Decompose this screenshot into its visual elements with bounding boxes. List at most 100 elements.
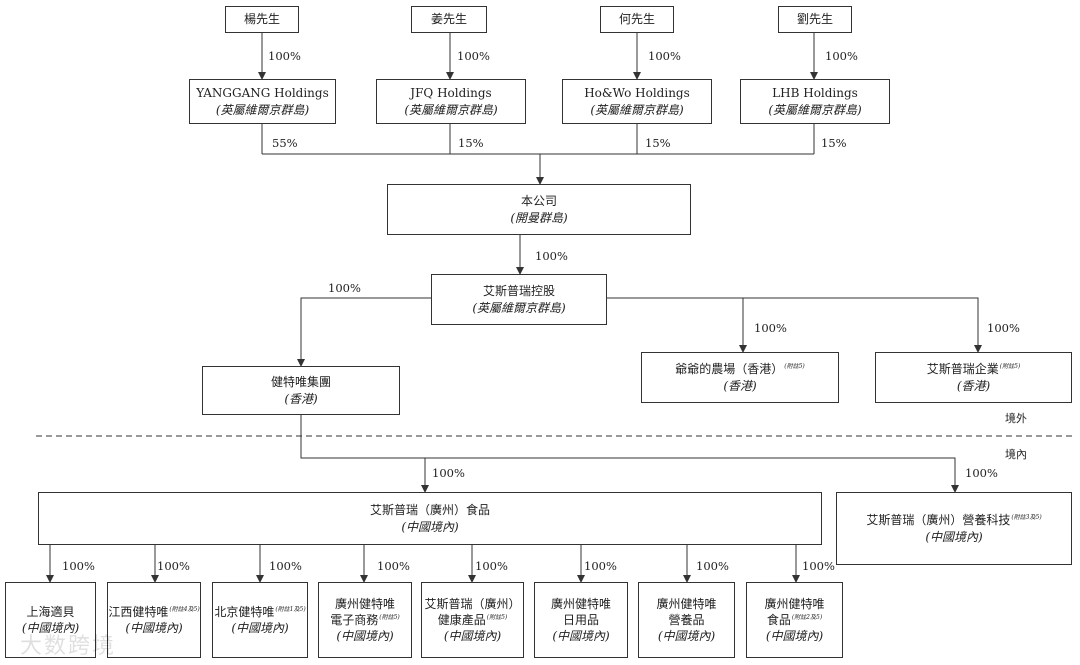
subsidiary-box-guangzhou-ecommerce: 廣州健特唯 電子商務(附註5) (中國境內) (318, 582, 412, 658)
region-label-onshore: 境內 (1005, 448, 1027, 461)
entity-location: (中國境內) (765, 629, 824, 644)
company-box: 本公司 (開曼群島) (387, 184, 691, 235)
shareholder-box-yang: 楊先生 (225, 6, 299, 33)
entity-name-line2: 營養品 (668, 612, 705, 627)
footnote-ref: (附註2及5) (791, 613, 823, 621)
subsidiary-box-esprit-health: 艾斯普瑞（廣州） 健康產品(附註5) (中國境內) (421, 582, 524, 658)
entity-name: 北京健特唯 (214, 604, 275, 619)
ownership-pct-label: 100% (584, 559, 617, 573)
ownership-pct-label: 100% (268, 49, 301, 63)
holding-box-lhb: LHB Holdings (英屬維爾京群島) (740, 79, 890, 124)
subsidiary-box-jiangxi-jiantewei: 江西健特唯(附註4及5) (中國境內) (107, 582, 201, 658)
shareholder-name: 劉先生 (796, 12, 833, 27)
subsidiary-box-beijing-jiantewei: 北京健特唯(附註1及5) (中國境內) (212, 582, 308, 658)
entity-name: 廣州健特唯 (764, 596, 825, 611)
entity-name-line2: 日用品 (562, 612, 599, 627)
prc-tech-box: 艾斯普瑞（廣州）營養科技(附註3及5) (中國境內) (836, 492, 1072, 565)
watermark: 大数跨境 (20, 634, 117, 659)
entity-name: 爺爺的農場（香港） (675, 362, 784, 377)
ownership-pct-label: 100% (457, 49, 490, 63)
entity-name: JFQ Holdings (410, 86, 492, 101)
shareholder-box-liu: 劉先生 (778, 6, 852, 33)
ownership-pct-label: 100% (157, 559, 190, 573)
entity-name: 廣州健特唯 (334, 596, 395, 611)
entity-location: (英屬維爾京群島) (590, 102, 684, 117)
entity-location: (中國境內) (21, 621, 80, 635)
shareholder-name: 何先生 (618, 12, 655, 27)
footnote-ref: (附註4及5) (169, 605, 200, 613)
entity-name: 艾斯普瑞（廣州）營養科技 (866, 513, 1011, 528)
hk-entity-box-grandpa-farm: 爺爺的農場（香港）(附註5) (香港) (641, 352, 839, 403)
subsidiary-box-shanghai-shibei: 上海適貝 (中國境內) (5, 582, 96, 658)
entity-name-line2: 健康產品 (437, 612, 486, 627)
hk-entity-box-jiantewei-group: 健特唯集團 (香港) (202, 366, 400, 415)
holding-box-jfq: JFQ Holdings (英屬維爾京群島) (376, 79, 526, 124)
entity-location: (英屬維爾京群島) (215, 102, 310, 117)
shareholder-box-jiang: 姜先生 (411, 6, 487, 33)
subsidiary-box-guangzhou-nutrition: 廣州健特唯 營養品 (中國境內) (638, 582, 735, 658)
shareholder-box-he: 何先生 (600, 6, 674, 33)
entity-location: (開曼群島) (510, 210, 568, 225)
subsidiary-box-guangzhou-daily: 廣州健特唯 日用品 (中國境內) (534, 582, 628, 658)
ownership-pct-label: 100% (328, 281, 361, 295)
entity-location: (中國境內) (401, 519, 459, 534)
entity-location: (中國境內) (125, 621, 183, 635)
shareholder-name: 楊先生 (243, 12, 280, 27)
entity-location: (英屬維爾京群島) (472, 300, 566, 315)
ownership-pct-label: 100% (965, 466, 998, 480)
entity-name: 健特唯集團 (270, 375, 331, 390)
entity-name: 艾斯普瑞（廣州） (424, 596, 521, 611)
subsidiary-box-guangzhou-food: 廣州健特唯 食品(附註2及5) (中國境內) (746, 582, 843, 658)
entity-location: (英屬維爾京群島) (768, 102, 862, 117)
entity-name-line2: 食品 (766, 612, 791, 627)
entity-location: (中國境內) (925, 529, 983, 544)
holding-box-howo: Ho&Wo Holdings (英屬維爾京群島) (562, 79, 712, 124)
entity-name: 艾斯普瑞企業 (926, 362, 999, 377)
ownership-pct-label: 15% (458, 136, 484, 150)
hk-entity-box-esprit-enterprise: 艾斯普瑞企業(附註5) (香港) (875, 352, 1072, 403)
entity-name: 廣州健特唯 (550, 596, 611, 611)
footnote-ref: (附註3及5) (1011, 514, 1042, 522)
footnote-ref: (附註5) (379, 613, 400, 621)
entity-location: (香港) (284, 391, 318, 406)
entity-name: LHB Holdings (772, 86, 858, 101)
ownership-pct-label: 15% (821, 136, 847, 150)
entity-location: (香港) (956, 378, 991, 393)
entity-name: 艾斯普瑞（廣州）食品 (369, 503, 490, 518)
ownership-pct-label: 15% (645, 136, 671, 150)
footnote-ref: (附註5) (784, 363, 805, 371)
entity-location: (香港) (723, 378, 757, 393)
ownership-pct-label: 100% (377, 559, 410, 573)
entity-location: (英屬維爾京群島) (404, 102, 498, 117)
holding-box-yanggang: YANGGANG Holdings (英屬維爾京群島) (189, 79, 336, 124)
entity-name: YANGGANG Holdings (196, 86, 329, 101)
ownership-pct-label: 100% (825, 49, 858, 63)
shareholder-name: 姜先生 (430, 12, 467, 27)
ownership-pct-label: 100% (802, 559, 835, 573)
entity-name: 江西健特唯 (108, 604, 169, 619)
entity-name: 廣州健特唯 (656, 596, 717, 611)
ownership-pct-label: 100% (754, 321, 787, 335)
bvi-holdco-box: 艾斯普瑞控股 (英屬維爾京群島) (431, 274, 607, 325)
ownership-pct-label: 100% (987, 321, 1020, 335)
entity-location: (中國境內) (336, 629, 394, 644)
ownership-pct-label: 100% (62, 559, 95, 573)
entity-name: Ho&Wo Holdings (584, 86, 690, 101)
region-label-offshore: 境外 (1005, 412, 1027, 425)
footnote-ref: (附註1及5) (275, 605, 306, 613)
entity-location: (中國境內) (231, 621, 289, 635)
ownership-pct-label: 100% (648, 49, 681, 63)
entity-name: 本公司 (520, 194, 557, 209)
entity-name: 艾斯普瑞控股 (482, 284, 555, 299)
footnote-ref: (附註5) (486, 613, 508, 621)
entity-location: (中國境內) (443, 629, 502, 644)
prc-main-box: 艾斯普瑞（廣州）食品 (中國境內) (38, 492, 822, 545)
ownership-pct-label: 100% (696, 559, 729, 573)
ownership-pct-label: 55% (272, 136, 298, 150)
entity-name-line2: 電子商務 (330, 612, 379, 627)
entity-name: 上海適貝 (26, 604, 75, 619)
ownership-pct-label: 100% (269, 559, 302, 573)
ownership-pct-label: 100% (475, 559, 508, 573)
ownership-pct-label: 100% (432, 466, 465, 480)
